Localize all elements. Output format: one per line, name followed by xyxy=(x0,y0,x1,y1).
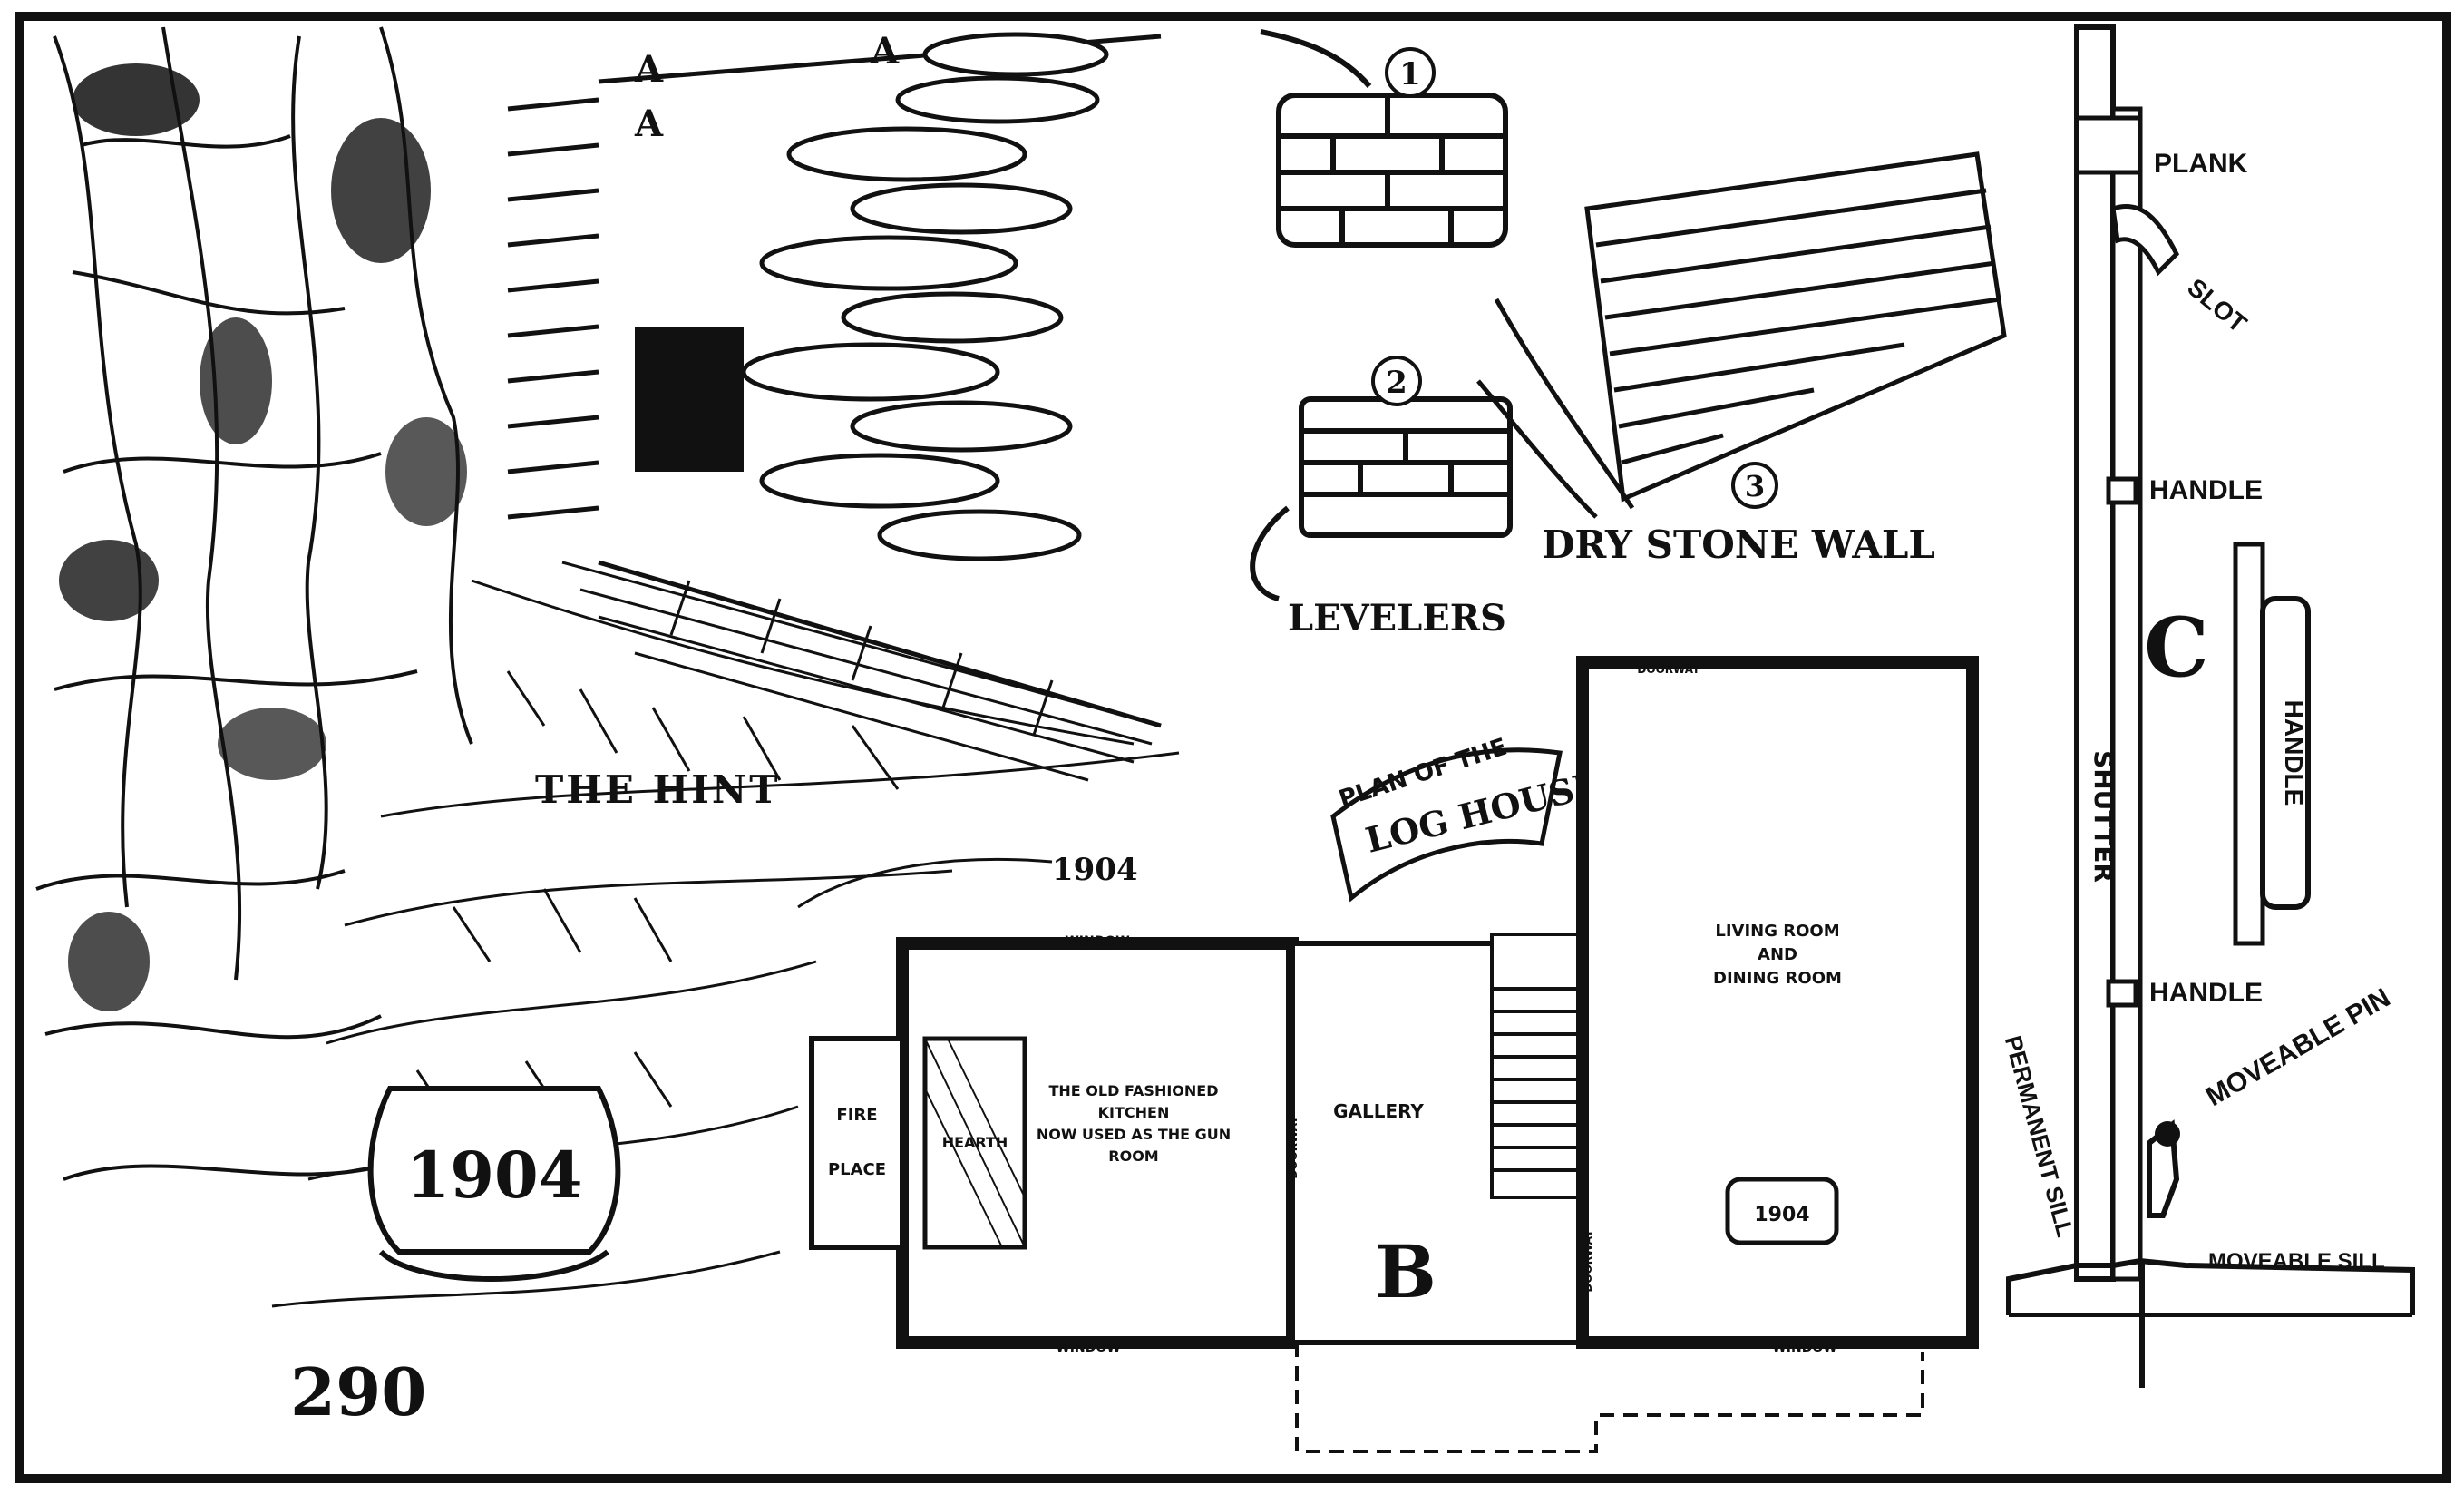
window-label-living: WINDOW xyxy=(1772,1341,1836,1355)
shutter-detail: SHUTTER PLANK SLOT HANDLE HANDLE C HANDL… xyxy=(2000,24,2415,1388)
fire-place-line2: PLACE xyxy=(828,1160,886,1179)
handle-bottom-label: HANDLE xyxy=(2149,978,2263,1008)
levelers-label: LEVELERS xyxy=(1288,597,1506,640)
detail-1-label: 1 xyxy=(1399,56,1421,93)
hint-year-badge: 1904 xyxy=(367,1086,621,1282)
detail-2-marker xyxy=(1371,356,1422,406)
fire-place-line1: FIRE xyxy=(836,1106,877,1125)
stacked-logs xyxy=(635,32,1109,561)
living-room-line2: AND xyxy=(1758,945,1797,964)
doorway-label-top: DOORWAY xyxy=(1637,663,1699,676)
doorway-label-left: DOORWAY xyxy=(1287,1116,1300,1178)
kitchen-line2: KITCHEN xyxy=(1098,1104,1170,1121)
log-letter-a: A xyxy=(870,30,900,73)
hearth-label: HEARTH xyxy=(942,1134,1008,1151)
dry-stone-wall-label: DRY STONE WALL xyxy=(1542,522,1935,567)
stone-details: 1 2 LEVELERS 3 xyxy=(1250,29,2007,640)
side-board xyxy=(2233,542,2265,946)
plan-banner: PLAN OF THE LOG HOUSE xyxy=(1330,734,1603,903)
slot-label: SLOT xyxy=(2182,273,2252,338)
figure-number: 290 xyxy=(290,1353,426,1431)
ground-base xyxy=(2006,1257,2415,1315)
stone-block-detail xyxy=(1276,93,1508,248)
permanent-sill-label: PERMANENT SILL xyxy=(2000,1033,2079,1240)
handle-top-label: HANDLE xyxy=(2149,475,2263,505)
kitchen-line1: THE OLD FASHIONED xyxy=(1049,1082,1219,1099)
plan-year-badge: 1904 xyxy=(1725,1177,1839,1245)
shutter-label: SHUTTER xyxy=(2089,750,2118,883)
living-room-line1: LIVING ROOM xyxy=(1715,922,1839,941)
handle-top-icon xyxy=(2106,476,2138,505)
stone-pavement xyxy=(561,561,1162,782)
living-room-line3: DINING ROOM xyxy=(1713,969,1842,988)
detail-3-marker xyxy=(1731,462,1778,509)
fireplace xyxy=(809,1036,905,1250)
kitchen-line4: ROOM xyxy=(1108,1147,1158,1165)
foliage-hatching xyxy=(59,63,467,1011)
pointing-hand-icon xyxy=(1260,29,1372,88)
plan-year-badge-text: 1904 xyxy=(1754,1204,1809,1226)
plank xyxy=(2074,115,2143,175)
kitchen-line3: NOW USED AS THE GUN xyxy=(1037,1126,1231,1143)
moveable-sill-label: MOVEABLE SILL xyxy=(2208,1249,2385,1274)
log-letter-a: A xyxy=(634,48,664,91)
plate-border xyxy=(15,12,2451,1483)
small-year-mark: 1904 xyxy=(1052,852,1138,888)
window-label-bottom: WINDOW xyxy=(1056,1341,1120,1355)
shutter-post xyxy=(2074,24,2116,1282)
slot-peg xyxy=(2110,203,2180,277)
plan-letter-b: B xyxy=(1375,1229,1437,1314)
handle-bottom-icon xyxy=(2106,979,2138,1008)
gallery-label: GALLERY xyxy=(1333,1100,1424,1122)
hint-title: THE HINT xyxy=(535,767,781,812)
staircase xyxy=(1490,933,1580,1199)
detail-3-label: 3 xyxy=(1745,469,1765,503)
shutter-letter-c: C xyxy=(2144,600,2209,696)
log-letter-a: A xyxy=(634,103,664,145)
porch-outline xyxy=(1295,1343,1924,1453)
hint-scene: A A A THE HINT 1904 1904 290 xyxy=(35,26,1180,1431)
shutter-board xyxy=(2110,106,2143,1282)
doorway-label-right: DOORWAY xyxy=(1582,1229,1594,1292)
detail-1-marker xyxy=(1385,47,1436,98)
detail-2-label: 2 xyxy=(1386,365,1407,401)
side-handle xyxy=(2260,596,2311,910)
window-label-top: WINDOW xyxy=(1065,934,1129,949)
dry-stone-wall xyxy=(1476,151,2007,519)
levelers-detail xyxy=(1250,396,1513,601)
plank-label: PLANK xyxy=(2154,149,2248,179)
side-handle-label: HANDLE xyxy=(2280,700,2308,806)
floor-plan: PLAN OF THE LOG HOUSE FIRE PLACE HEARTH … xyxy=(809,656,1979,1453)
hint-year-badge-text: 1904 xyxy=(406,1138,583,1213)
hillside-slope xyxy=(271,579,1180,1308)
